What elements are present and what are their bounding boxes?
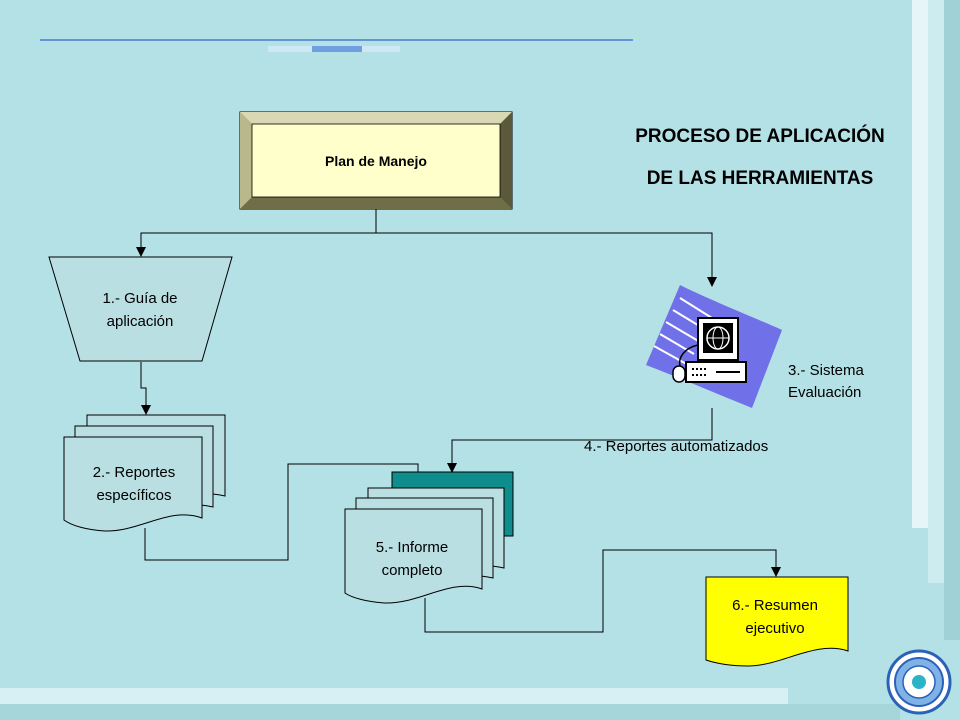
title-line-1: PROCESO DE APLICACIÓN [635,125,885,147]
plan-bevel-right [500,112,512,209]
accent-tab-right [362,46,400,52]
informe-line-2: completo [382,562,443,579]
node-reportes-especificos: 2.- Reportes específicos [63,414,226,532]
plan-bevel-bottom [240,197,512,209]
reportes-automatizados-label: 4.- Reportes automatizados [584,438,768,455]
node-resumen-ejecutivo: 6.- Resumen ejecutivo [705,576,849,667]
connector-informe-resumen [424,549,781,633]
plan-face [251,123,501,198]
informe-line-1: 5.- Informe [376,539,449,556]
connectors [136,209,781,633]
plan-bevel-top [240,112,512,124]
sistema-swoosh-stripes [653,297,713,367]
sistema-line-1: 3.- Sistema [788,362,865,379]
connector-plan-guia [136,209,377,257]
accent-tab-center [312,46,362,52]
connector-reportes-informe [144,463,423,561]
guia-shape [48,256,233,362]
connector-guia-reportes [140,362,151,415]
resumen-shape [705,576,849,667]
bottom-bar-dark [0,704,900,720]
reportes-line-1: 2.- Reportes [93,464,176,481]
informe-doc-front [344,508,483,604]
right-bar-dark [944,0,960,640]
node-plan-de-manejo: Plan de Manejo [239,111,513,210]
connector-sistema-informe [447,408,713,473]
bottom-bar-light [0,688,788,704]
connector-plan-sistema [376,232,717,287]
mouse [672,365,686,383]
computer-globe-icon [672,317,747,383]
resumen-line-1: 6.- Resumen [732,597,818,614]
reportes-doc-front [63,436,203,532]
circular-emblem-logo [886,649,952,715]
guia-line-2: aplicación [107,313,174,330]
accent-tab-left [268,46,312,52]
node-informe-completo: 5.- Informe completo [344,471,514,604]
guia-line-1: 1.- Guía de [102,290,177,307]
reportes-line-2: específicos [96,487,171,504]
plan-bevel-left [240,112,252,209]
resumen-line-2: ejecutivo [745,620,804,637]
sistema-line-2: Evaluación [788,384,861,401]
plan-label: Plan de Manejo [325,153,427,169]
node-guia-aplicacion: 1.- Guía de aplicación [48,256,233,362]
node-sistema-evaluacion: 3.- Sistema Evaluación [646,285,865,408]
right-bar-mid [928,0,944,583]
mouse-cable [678,344,699,367]
title-line-2: DE LAS HERRAMIENTAS [647,168,874,189]
